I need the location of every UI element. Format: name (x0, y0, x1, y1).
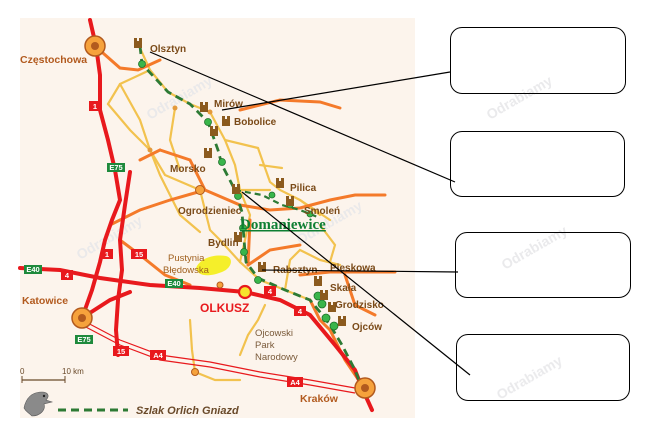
trail-branch (234, 188, 321, 220)
connector-line (241, 191, 471, 376)
connector-lines (149, 51, 471, 376)
road-sign-15: 15 (135, 250, 143, 259)
scale-zero: 0 (20, 367, 25, 376)
connector-line (221, 71, 451, 111)
castle-icons (134, 38, 346, 326)
label-katowice: Katowice (22, 295, 68, 307)
answer-box-1[interactable] (450, 27, 626, 94)
road-signs: 1 E75 1 15 E40 4 E40 4 4 E75 15 A4 A4 (24, 101, 306, 387)
trail-route (138, 45, 364, 389)
castle-icon (338, 316, 346, 326)
legend-trail-label: Szlak Orlich Gniazd (136, 405, 239, 417)
label-park-2: Park (255, 340, 275, 351)
scale-ten: 10 km (62, 367, 84, 376)
city-marker-olkusz (237, 284, 253, 300)
road-sign-15b: 15 (117, 347, 125, 356)
road-sign-4b: 4 (268, 287, 273, 296)
label-smolen: Smoleń (304, 206, 340, 217)
label-ojcow: Ojców (352, 322, 382, 333)
castle-icon (276, 178, 284, 188)
desert-area (196, 255, 231, 276)
road-sign-1b: 1 (105, 250, 109, 259)
castle-icon (314, 276, 322, 286)
motorway-a4 (81, 319, 356, 394)
eagle-icon (23, 391, 54, 417)
label-morsko: Morsko (170, 164, 206, 175)
road-sign-e40: E40 (26, 265, 39, 274)
label-pustynia-2: Błędowska (163, 265, 210, 276)
label-pieskowa: Pieskowa (330, 263, 376, 274)
label-pustynia-1: Pustynia (168, 253, 205, 264)
castle-icon (286, 196, 294, 206)
map-panel (20, 18, 415, 418)
scale-bar: 0 10 km (20, 367, 84, 383)
road-sign-1: 1 (93, 102, 97, 111)
castle-icon (232, 184, 240, 194)
connector-line (261, 269, 459, 273)
label-czestochowa: Częstochowa (20, 54, 87, 66)
connector-line (149, 51, 456, 183)
answer-box-2[interactable] (450, 131, 625, 197)
label-pilica: Pilica (290, 183, 317, 194)
road-sign-e40b: E40 (167, 279, 180, 288)
answer-box-3[interactable] (455, 232, 631, 298)
label-grodzisko: Grodzisko (335, 300, 384, 311)
label-krakow: Kraków (300, 393, 339, 405)
label-bydlin: Bydlin (208, 238, 239, 249)
castle-icon (234, 232, 242, 242)
castle-icon (328, 302, 336, 312)
label-ogrodzieniec: Ogrodzieniec (178, 206, 242, 217)
road-sign-e75b: E75 (77, 335, 90, 344)
castle-icon (134, 38, 142, 48)
castle-icon (222, 116, 230, 126)
city-markers (71, 35, 376, 399)
road-sign-4: 4 (65, 271, 70, 280)
label-bobolice: Bobolice (234, 117, 277, 128)
road-sign-a4b: A4 (290, 378, 300, 387)
castle-icon (210, 126, 218, 136)
label-park-1: Ojcowski (255, 328, 293, 339)
road-sign-a4: A4 (153, 351, 163, 360)
label-olkusz: OLKUSZ (200, 301, 249, 315)
label-skala: Skała (330, 283, 357, 294)
label-park-3: Narodowy (255, 352, 298, 363)
castle-icon (200, 102, 208, 112)
road-sign-4c: 4 (298, 307, 303, 316)
label-mirow: Mirów (214, 99, 243, 110)
legend: Szlak Orlich Gniazd (23, 391, 239, 417)
road-sign-e75: E75 (109, 163, 122, 172)
castle-icon (320, 290, 328, 300)
castle-icon (204, 148, 212, 158)
label-olsztyn: Olsztyn (150, 44, 186, 55)
answer-box-4[interactable] (456, 334, 630, 401)
